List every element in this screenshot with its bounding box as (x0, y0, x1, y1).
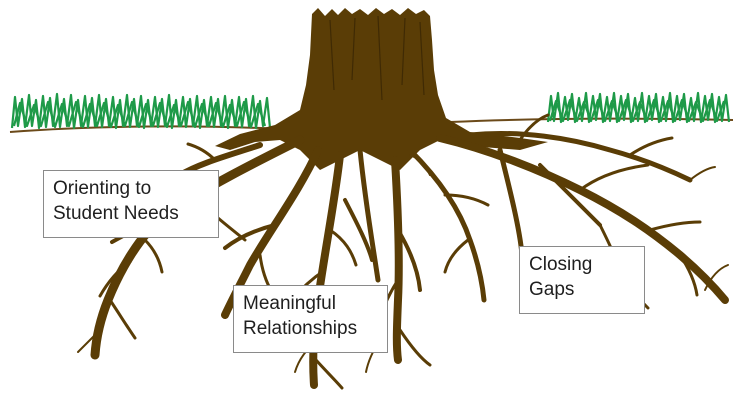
label-orienting-line2: Student Needs (53, 201, 209, 226)
label-orienting-line1: Orienting to (53, 176, 209, 201)
label-closing-line1: Closing (529, 252, 635, 277)
label-meaningful-line1: Meaningful (243, 291, 378, 316)
label-closing-line2: Gaps (529, 277, 635, 302)
grass-right (548, 93, 729, 122)
label-closing-gaps: Closing Gaps (519, 246, 645, 314)
label-orienting-to-student-needs: Orienting to Student Needs (43, 170, 219, 238)
label-meaningful-relationships: Meaningful Relationships (233, 285, 388, 353)
grass-left (12, 94, 270, 128)
label-meaningful-line2: Relationships (243, 316, 378, 341)
